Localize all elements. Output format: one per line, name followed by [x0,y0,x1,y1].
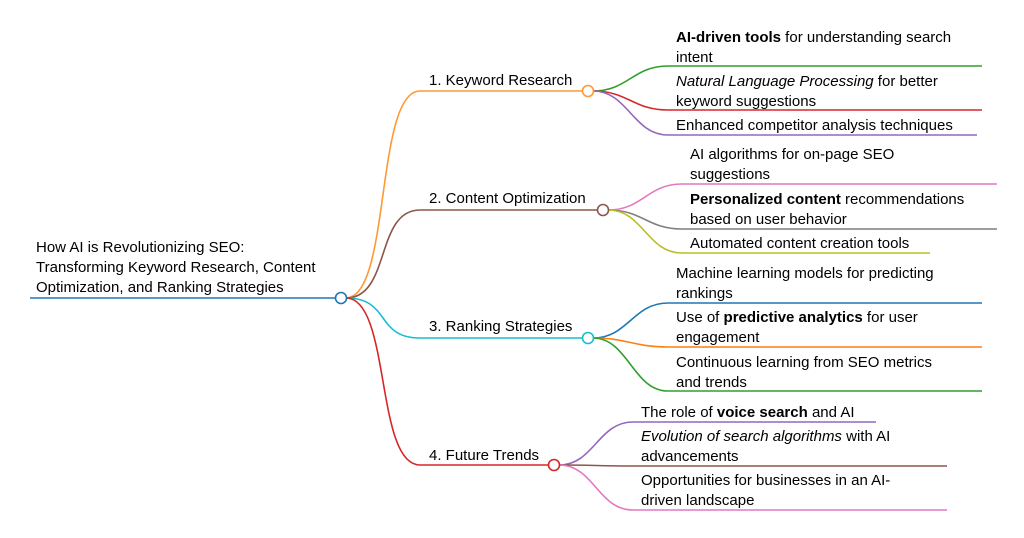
branch-label: 1. Keyword Research [429,72,573,89]
leaf-connector [592,65,982,92]
leaf-topic-line: Automated content creation tools [690,234,909,254]
text-segment: with AI [841,428,891,445]
text-segment: Automated content creation tools [690,235,910,252]
leaf-connector [592,337,982,348]
text-segment: engagement [676,329,760,346]
branch-node-circle [581,331,595,345]
root-topic-line: Optimization, and Ranking Strategies [36,279,284,296]
leaf-topic-line: engagement [676,328,918,348]
text-segment: recommendations [840,191,965,208]
leaf-topic: The role of voice search and AI [641,403,855,423]
leaf-topic-line: intent [676,48,951,68]
bold-text: predictive analytics [723,309,863,326]
leaf-topic-line: based on user behavior [690,210,964,230]
leaf-connector [592,337,982,392]
leaf-topic-line: Machine learning models for predicting [676,264,934,284]
leaf-connector [592,302,982,339]
leaf-connector [607,183,997,211]
leaf-connector [558,464,947,511]
leaf-topic-line: advancements [641,447,890,467]
leaf-topic: Automated content creation tools [690,234,909,254]
text-segment: keyword suggestions [676,93,817,110]
root-topic: How AI is Revolutionizing SEO: Transform… [36,238,316,298]
leaf-connector [592,90,982,111]
text-segment: AI algorithms for on-page SEO [690,146,895,163]
leaf-topic: Opportunities for businesses in an AI-dr… [641,471,890,511]
leaf-topic: Enhanced competitor analysis techniques [676,116,953,136]
branch-node-circle [547,458,561,472]
text-segment: and trends [676,374,747,391]
leaf-topic-line: Evolution of search algorithms with AI [641,427,890,447]
leaf-topic-line: Use of predictive analytics for user [676,308,918,328]
leaf-topic-line: keyword suggestions [676,92,938,112]
branch-label: 4. Future Trends [429,447,540,464]
leaf-topic-line: AI algorithms for on-page SEO [690,145,894,165]
bold-text: voice search [716,404,808,421]
leaf-topic-line: driven landscape [641,491,890,511]
text-segment: advancements [641,448,739,465]
leaf-topic-line: The role of voice search and AI [641,403,855,423]
leaf-topic-line: AI-driven tools for understanding search [676,28,951,48]
root-node-circle [334,291,348,305]
text-segment: driven landscape [641,492,755,509]
leaf-topic-line: Continuous learning from SEO metrics [676,353,932,373]
branch-node-circle [596,203,610,217]
branch-node-circle [581,84,595,98]
text-segment: Continuous learning from SEO metrics [676,354,932,371]
branch-connector [345,297,549,466]
branch-connector [345,297,583,339]
text-segment: and AI [807,404,855,421]
leaf-topic-line: Enhanced competitor analysis techniques [676,116,953,136]
text-segment: Opportunities for businesses in an AI- [641,472,891,489]
leaf-topic: Continuous learning from SEO metrics and … [676,353,932,393]
leaf-connector [607,209,997,230]
text-segment: for better [873,73,938,90]
root-topic-line: Transforming Keyword Research, Content [36,259,316,276]
leaf-topic-line: rankings [676,284,934,304]
text-segment: intent [676,49,713,66]
text-segment: suggestions [690,166,771,183]
leaf-topic: AI algorithms for on-page SEO suggestions [690,145,894,185]
text-segment: for understanding search [781,29,952,46]
text-segment: for user [862,309,918,326]
text-segment: Use of [676,309,724,326]
leaf-topic-line: and trends [676,373,932,393]
leaf-connector [558,464,947,467]
bold-text: Personalized content [690,191,841,208]
text-segment: rankings [676,285,733,302]
leaf-connector [592,90,977,136]
italic-text: Evolution of search algorithms [641,428,842,445]
branch-connector [345,209,598,299]
leaf-topic-line: Opportunities for businesses in an AI- [641,471,890,491]
branch-label: 3. Ranking Strategies [429,318,573,335]
branch-connector [345,90,583,299]
text-segment: Machine learning models for predicting [676,265,934,282]
leaf-topic-line: Personalized content recommendations [690,190,964,210]
leaf-topic-line: suggestions [690,165,894,185]
italic-text: Natural Language Processing [676,73,874,90]
root-topic-line: How AI is Revolutionizing SEO: [36,239,245,256]
bold-text: AI-driven tools [676,29,782,46]
text-segment: Enhanced competitor analysis techniques [676,117,953,134]
text-segment: The role of [641,404,717,421]
leaf-topic: Machine learning models for predicting ra… [676,264,934,304]
leaf-connector [558,421,876,466]
leaf-topic-line: Natural Language Processing for better [676,72,938,92]
branch-label: 2. Content Optimization [429,190,586,207]
leaf-connector [607,209,930,254]
text-segment: based on user behavior [690,211,847,228]
leaf-topic: AI-driven tools for understanding search… [676,28,951,68]
